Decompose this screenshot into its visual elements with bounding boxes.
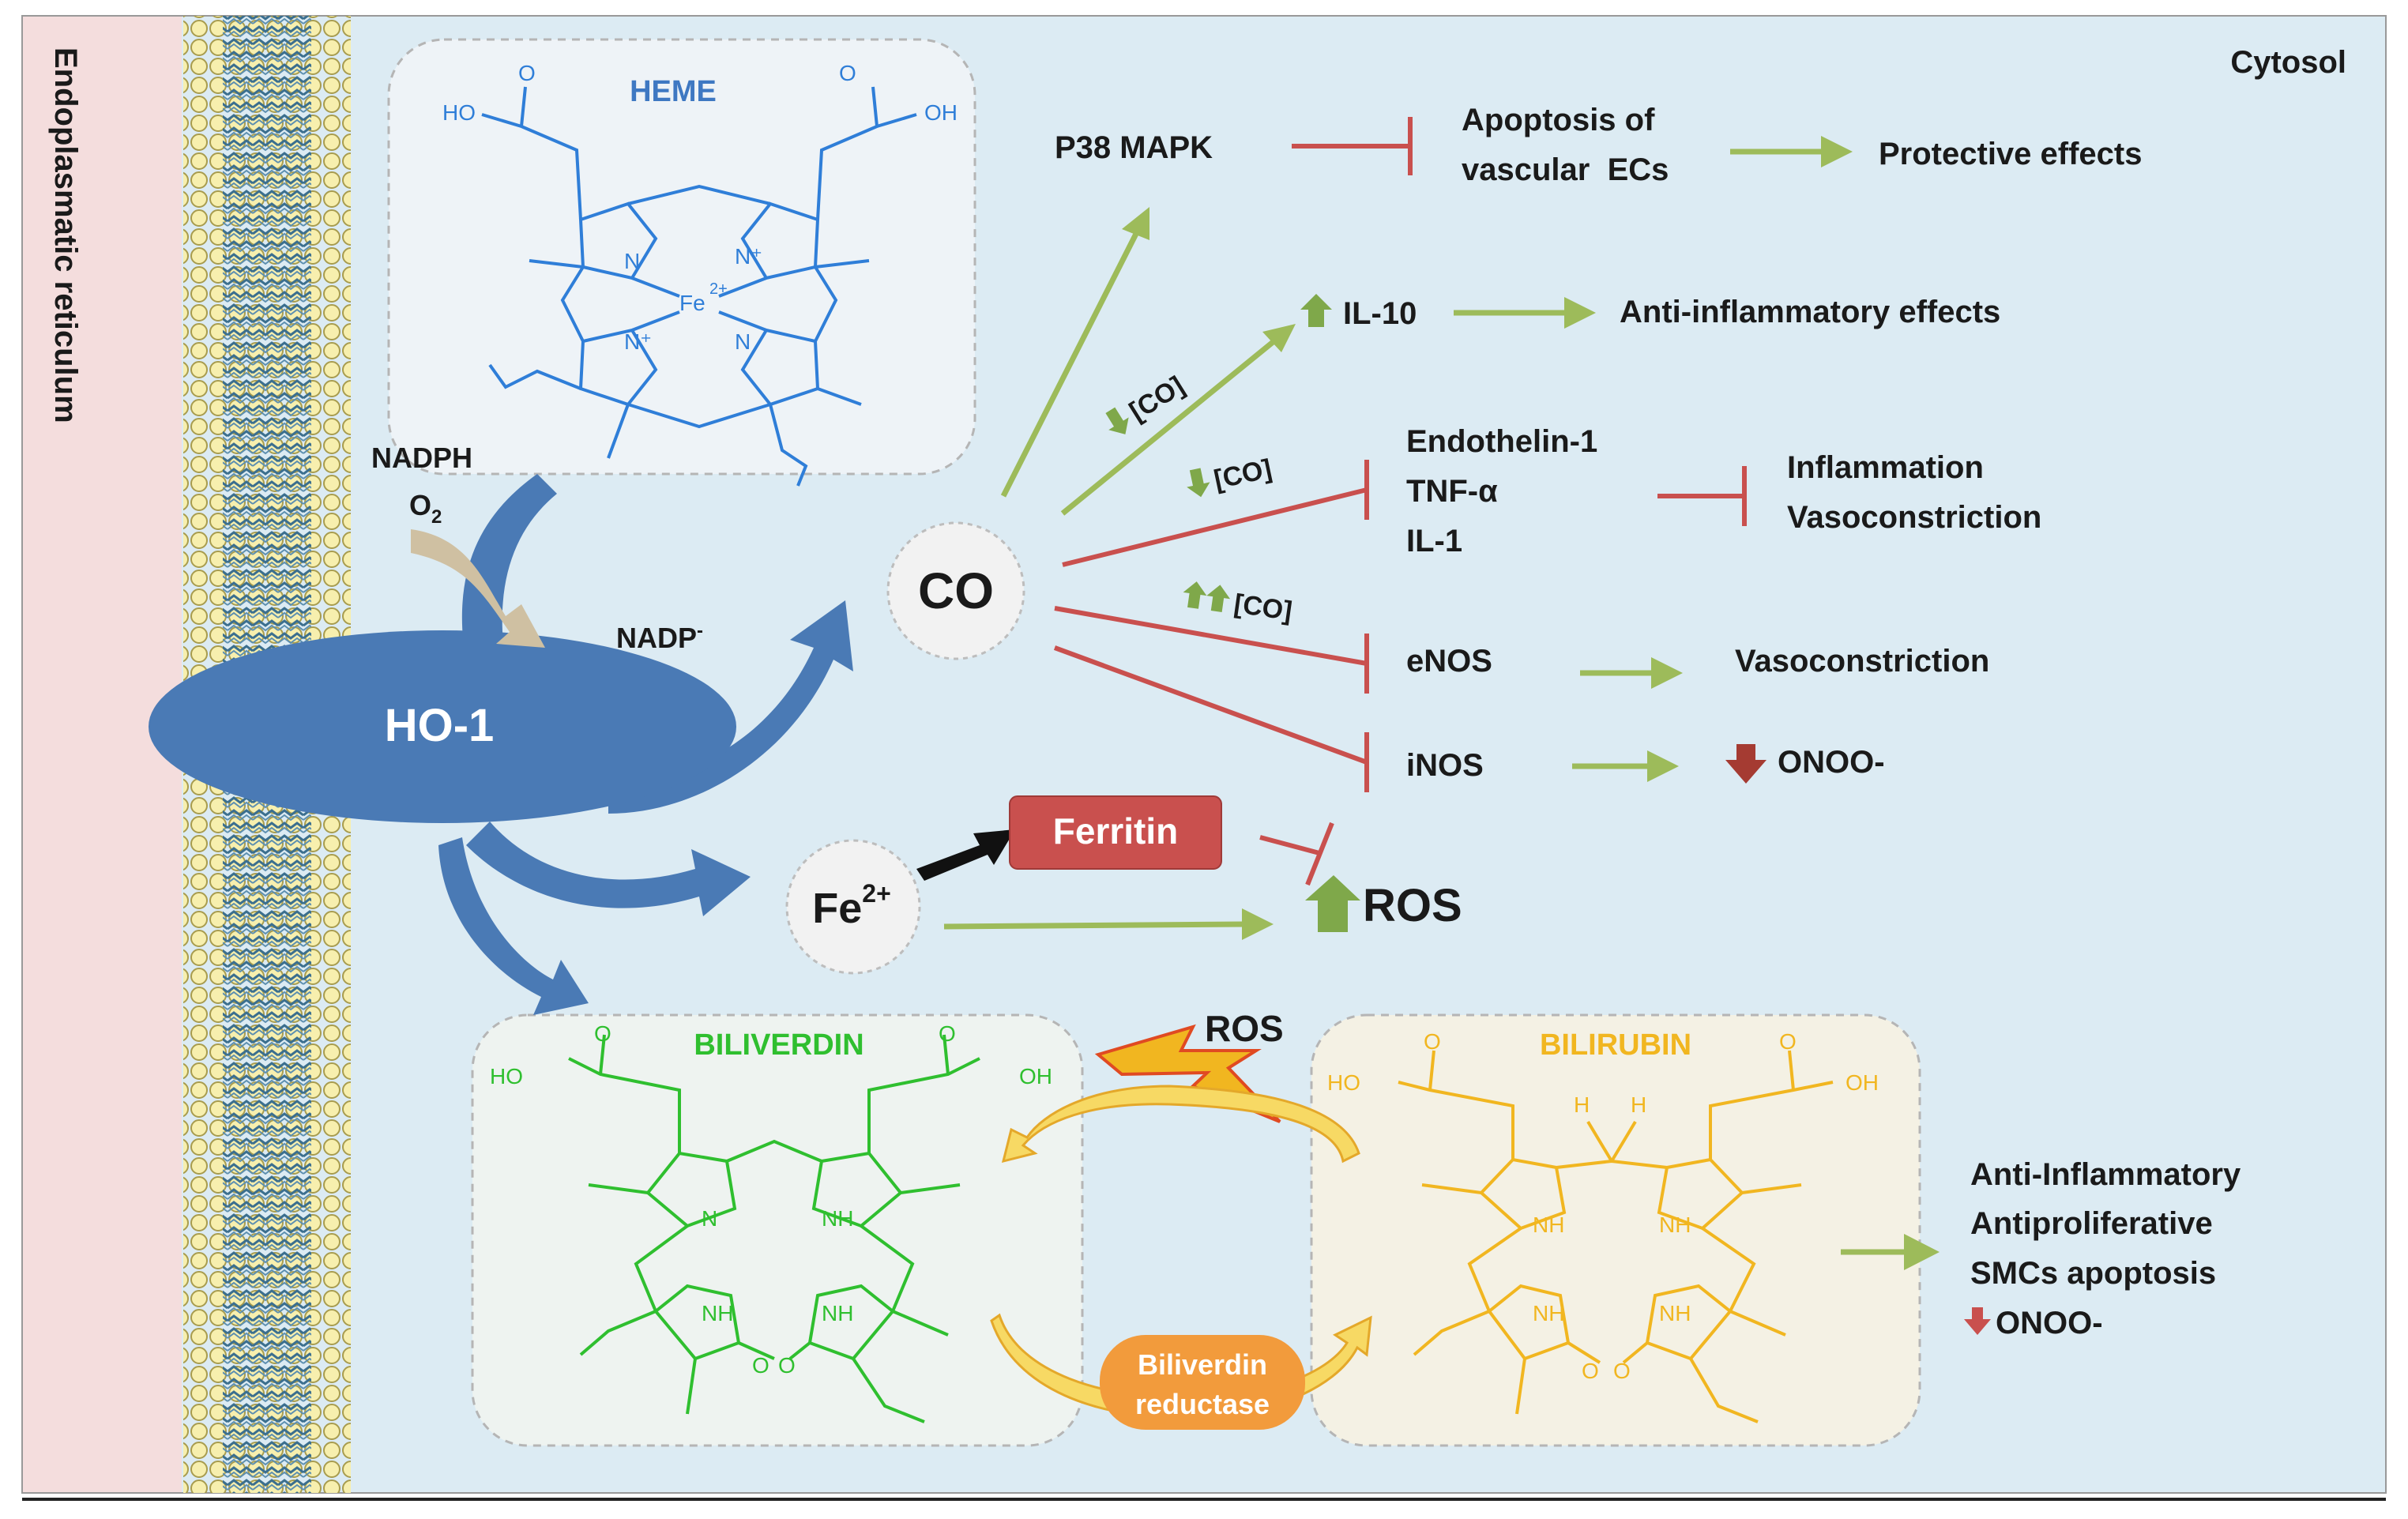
bilirubin-acid-right: OH — [1846, 1070, 1879, 1095]
onoo-down-arrow-small — [1964, 1307, 1991, 1335]
heme-fe: Fe — [679, 291, 705, 315]
ferritin-label: Ferritin — [1053, 810, 1178, 852]
p38-mapk-label: P38 MAPK — [1055, 130, 1213, 165]
heme-n-bottom-right: N — [735, 329, 751, 354]
cofactor-arrow — [411, 529, 545, 648]
cytosol-label: Cytosol — [2230, 45, 2346, 80]
biliverdin-n: N — [702, 1206, 717, 1231]
endothelin-label: Endothelin-1 — [1406, 424, 1597, 459]
biliverdin-carbonyl-left: O — [594, 1021, 611, 1046]
co-label: CO — [918, 562, 994, 619]
anti-inflammatory-label: Anti-inflammatory effects — [1620, 295, 2000, 329]
onoo-label-1: ONOO- — [1778, 745, 1885, 780]
fe-to-ferritin-arrow — [916, 829, 1015, 881]
reductase-line2: reductase — [1135, 1388, 1270, 1420]
heme-input-arrow — [461, 474, 557, 664]
biliverdin-title: BILIVERDIN — [694, 1028, 863, 1062]
il1-label: IL-1 — [1406, 524, 1462, 558]
onoo-down-arrow — [1725, 744, 1766, 784]
vasoconstriction-label-2: Vasoconstriction — [1735, 644, 1989, 679]
bilirubin-to-biliverdin-arrow — [1001, 1085, 1360, 1164]
co-node: CO — [886, 521, 1025, 660]
biliverdin-acid-right: OH — [1019, 1064, 1052, 1088]
er-background — [22, 16, 182, 1493]
heme-fe-charge: 2+ — [709, 280, 728, 298]
nadp-label: NADP- — [616, 620, 703, 654]
down-arrow-icon — [1105, 407, 1129, 434]
reductase-line1: Biliverdin — [1138, 1348, 1267, 1381]
bilirubin-effect-4: ONOO- — [1996, 1306, 2103, 1340]
ho1-enzyme — [149, 630, 736, 823]
fe-label: Fe2+ — [812, 879, 891, 932]
bilirubin-nh-top-left: NH — [1533, 1213, 1564, 1237]
down-arrow-icon — [1187, 468, 1210, 498]
inhibition-arrows — [1053, 117, 1747, 886]
ros-lightning-label: ROS — [1205, 1008, 1284, 1049]
biliverdin-nh-right: NH — [822, 1301, 853, 1325]
bilirubin-h-right: H — [1631, 1092, 1646, 1117]
inflammation-label: Inflammation — [1787, 450, 1984, 485]
biliverdin-carbonyl-ring-right: O — [778, 1353, 796, 1378]
apoptosis-line1: Apoptosis of — [1462, 103, 1655, 137]
vasoconstriction-label-1: Vasoconstriction — [1787, 500, 2041, 535]
bilirubin-carbonyl-ring-left: O — [1582, 1359, 1599, 1383]
biliverdin-acid-left: HO — [490, 1064, 523, 1088]
bilirubin-title: BILIRUBIN — [1540, 1028, 1691, 1062]
heme-n-top-right: N⁺ — [735, 244, 762, 269]
heme-molecule: HEME HO O OH O N — [387, 38, 976, 487]
heme-carbonyl-left: O — [518, 61, 536, 85]
figure-border — [21, 15, 2387, 1494]
bilirubin-carbonyl-ring-right: O — [1613, 1359, 1631, 1383]
bilirubin-effect-2: Antiproliferative — [1970, 1206, 2213, 1241]
er-label: Endoplasmatic reticulum — [48, 47, 83, 423]
bilirubin-carbonyl-left: O — [1424, 1029, 1441, 1054]
ho1-label: HO-1 — [385, 700, 495, 751]
biliverdin-carbonyl-right: O — [939, 1021, 956, 1046]
nadph-label: NADPH — [371, 442, 472, 474]
ros-up-arrow — [1305, 875, 1360, 932]
bilirubin-nh-bottom-right: NH — [1659, 1301, 1691, 1325]
bilirubin-nh-bottom-left: NH — [1533, 1301, 1564, 1325]
biliverdin-nh-left: NH — [702, 1301, 733, 1325]
o2-label: O2 — [409, 489, 442, 528]
il10-label: IL-10 — [1343, 296, 1417, 331]
inos-label: iNOS — [1406, 748, 1484, 783]
heme-n-top-left: N — [624, 249, 640, 273]
protective-effects-label: Protective effects — [1879, 137, 2142, 171]
biliverdin-output-arrow — [438, 837, 589, 1015]
bilirubin-nh-top-right: NH — [1659, 1213, 1691, 1237]
bilirubin-molecule: BILIRUBIN HO O OH O H — [1310, 1013, 1921, 1447]
fe-node: Fe2+ — [785, 839, 921, 975]
ho1-reaction: HO-1 NADPH O2 NADP- — [149, 442, 853, 1015]
bilirubin-h-left: H — [1574, 1092, 1590, 1117]
ros-label: ROS — [1363, 880, 1462, 931]
tnf-label: TNF-α — [1406, 474, 1498, 509]
activation-arrows — [943, 136, 1940, 1270]
apoptosis-line2: vascular ECs — [1462, 152, 1669, 187]
il10-up-arrow — [1300, 294, 1332, 327]
enos-label: eNOS — [1406, 644, 1492, 679]
bilirubin-effect-1: Anti-Inflammatory — [1970, 1157, 2241, 1192]
biliverdin-nh-top: NH — [822, 1206, 853, 1231]
ferritin-box: Ferritin — [1009, 795, 1222, 870]
up-arrow-icon — [1206, 585, 1231, 612]
fe-output-arrow — [466, 822, 751, 916]
heme-acid-right: OH — [924, 100, 958, 125]
bilirubin-carbonyl-right: O — [1779, 1029, 1797, 1054]
biliverdin-molecule: BILIVERDIN HO O OH O N NH NH — [471, 1013, 1084, 1447]
biliverdin-carbonyl-ring-left: O — [752, 1353, 769, 1378]
heme-carbonyl-right: O — [839, 61, 856, 85]
bilirubin-acid-left: HO — [1327, 1070, 1360, 1095]
up-arrow-icon — [1183, 581, 1207, 609]
bilirubin-effect-3: SMCs apoptosis — [1970, 1256, 2216, 1291]
biliverdin-reductase-box: Biliverdin reductase — [1100, 1335, 1305, 1430]
heme-title: HEME — [630, 75, 717, 108]
heme-n-bottom-left: N⁺ — [624, 329, 652, 354]
heme-acid-left: HO — [442, 100, 476, 125]
